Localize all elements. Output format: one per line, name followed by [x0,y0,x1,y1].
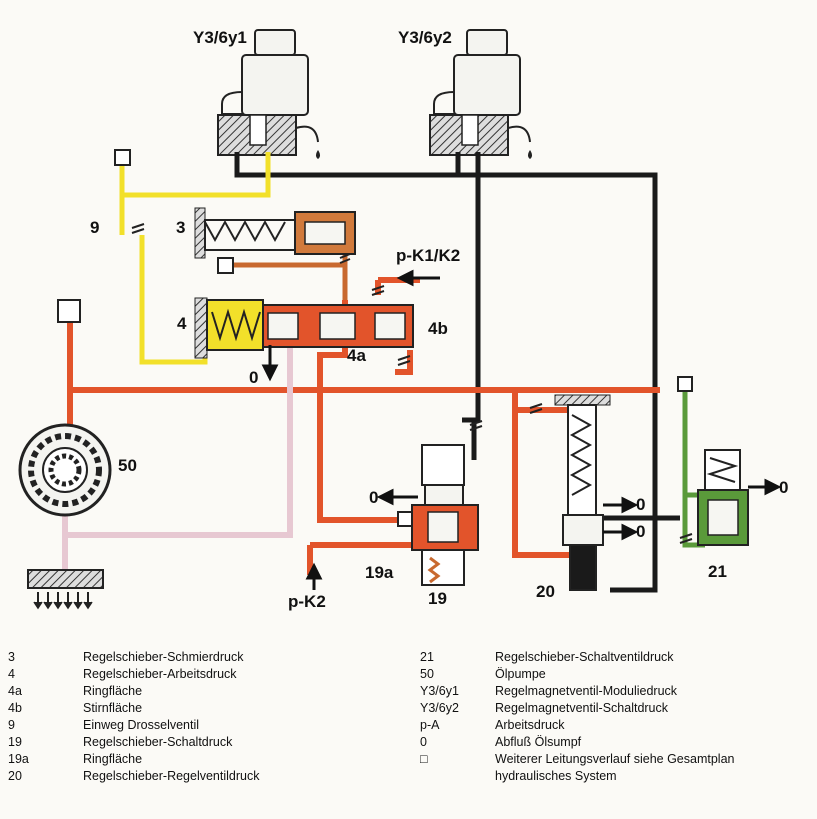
red-lines [67,277,660,575]
legend-desc: Stirnfläche [83,701,143,715]
label-4: 4 [177,314,187,333]
valve-20 [554,394,611,591]
solenoid-valve-y3-6y2 [429,29,532,159]
valve-21 [697,449,749,546]
label-p-k2: p-K2 [288,592,326,611]
legend-code: □ [420,752,428,766]
label-19: 19 [428,589,447,608]
label-4a: 4a [347,346,366,365]
legend-desc: Weiterer Leitungsverlauf siehe Gesamtpla… [495,752,735,766]
legend-desc: Regelschieber-Arbeitsdruck [83,667,237,681]
legend-code: Y3/6y1 [420,684,459,698]
label-50: 50 [118,456,137,475]
label-y3-6y1: Y3/6y1 [193,28,247,47]
label-drain-0-b: 0 [369,488,379,507]
label-drain-0-d: 0 [636,522,646,541]
legend-desc: Arbeitsdruck [495,718,565,732]
orifice-marks [131,223,693,544]
legend-desc: Regelschieber-Schmierdruck [83,650,244,664]
legend-desc: Regelmagnetventil-Moduliedruck [495,684,678,698]
solenoid-valve-y3-6y1 [217,29,320,159]
legend-desc: Ringfläche [83,752,143,766]
legend-desc: Regelmagnetventil-Schaltdruck [495,701,669,715]
legend-code: Y3/6y2 [420,701,459,715]
legend-code: 9 [8,718,15,732]
legend-code: 21 [420,650,434,664]
label-9: 9 [90,218,100,237]
label-4b: 4b [428,319,448,338]
legend-code: p-A [420,718,440,732]
legend-code: 19 [8,735,22,749]
label-drain-0-c: 0 [636,495,646,514]
legend-code: 3 [8,650,15,664]
legend-code: 20 [8,769,22,783]
legend-desc: Regelschieber-Schaltventildruck [495,650,674,664]
legend-desc: Ölpumpe [495,667,546,681]
label-19a: 19a [365,563,394,582]
valve-4 [194,297,414,359]
valve-3 [194,207,356,259]
black-lines [234,152,680,593]
label-p-k1-k2: p-K1/K2 [396,246,461,265]
oil-sump-filter [27,569,104,610]
legend-code: 4 [8,667,15,681]
legend-desc: Regelschieber-Schaltdruck [83,735,233,749]
legend-code: 4a [8,684,22,698]
label-drain-0-e: 0 [779,478,789,497]
hydraulic-diagram [18,29,782,610]
legend-desc: Abfluß Ölsumpf [495,735,582,749]
oil-pump-50 [18,423,112,517]
label-20: 20 [536,582,555,601]
flow-arrows [261,269,782,590]
valve-19 [411,444,479,586]
legend-code: 50 [420,667,434,681]
label-y3-6y2: Y3/6y2 [398,28,452,47]
legend-code: 4b [8,701,22,715]
legend-desc: Ringfläche [83,684,143,698]
label-drain-0-a: 0 [249,368,259,387]
legend-desc: Einweg Drosselventil [83,718,200,732]
legend-desc: Regelschieber-Regelventildruck [83,769,260,783]
legend-code: 19a [8,752,29,766]
legend-desc: hydraulisches System [495,769,617,783]
legend-right: 21 Regelschieber-Schaltventildruck 50 Ölpu… [420,650,810,800]
label-3: 3 [176,218,186,237]
legend-code: 0 [420,735,427,749]
label-21: 21 [708,562,727,581]
